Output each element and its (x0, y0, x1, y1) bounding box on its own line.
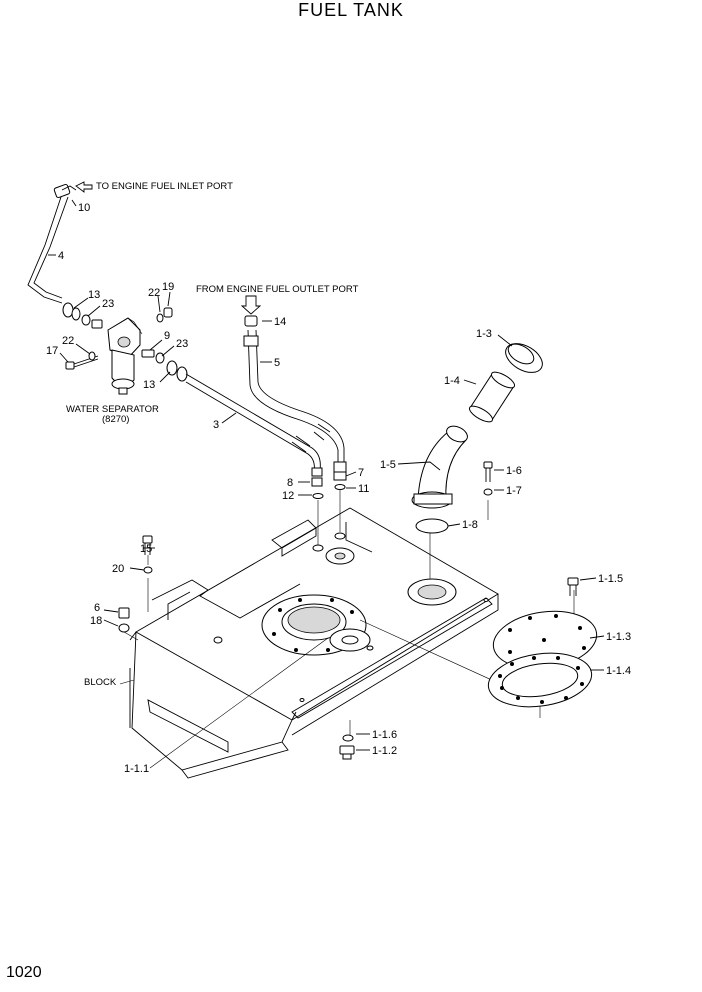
bolt-1-1-5 (567, 577, 579, 596)
hose-5 (243, 329, 347, 473)
callout-5: 5 (274, 357, 280, 369)
callout-10: 10 (78, 202, 90, 214)
callout-1-1-2: 1-1.2 (372, 745, 397, 757)
washer-22-left (88, 351, 96, 361)
washer-23-right (155, 352, 165, 364)
washer-22-right (156, 313, 164, 323)
callout-20: 20 (112, 563, 124, 575)
callout-18: 18 (90, 615, 102, 627)
washer-1-7 (483, 488, 493, 496)
plug-1-1-2 (339, 745, 355, 760)
page-title: FUEL TANK (298, 0, 404, 20)
callout-1-1-3: 1-1.3 (606, 631, 631, 643)
callout-22-upper: 22 (148, 287, 160, 299)
callout-1-1-1: 1-1.1 (124, 763, 149, 775)
callout-6: 6 (94, 602, 100, 614)
oring-11 (334, 484, 346, 490)
small-plate (329, 628, 371, 652)
fitting-13-lower (166, 360, 188, 382)
hose-3 (185, 373, 323, 477)
oring-1-1-6 (342, 734, 354, 742)
callout-19: 19 (162, 281, 174, 293)
port-opening (325, 547, 355, 565)
bolt-17 (65, 355, 99, 370)
callout-3: 3 (213, 419, 219, 431)
bolt-15 (142, 535, 153, 555)
fuel-tank-body (129, 507, 499, 779)
note-block: BLOCK (84, 677, 117, 688)
gasket-1-1-4 (487, 652, 593, 708)
callout-23-upper: 23 (102, 298, 114, 310)
fitting-14 (244, 315, 258, 327)
callout-13-lower: 13 (143, 379, 155, 391)
fitting-13-upper (62, 302, 81, 321)
callout-1-1-5: 1-1.5 (598, 573, 623, 585)
callout-15: 15 (140, 543, 152, 555)
callout-12: 12 (282, 490, 294, 502)
callout-4: 4 (58, 250, 64, 262)
callout-22-left: 22 (62, 335, 74, 347)
filter-1-4 (468, 371, 516, 423)
filler-neck-1-5 (411, 425, 468, 509)
callout-1-7: 1-7 (506, 485, 522, 497)
nut-18 (118, 623, 130, 633)
bolt-1-6 (483, 461, 493, 482)
filler-neck-opening (407, 578, 457, 606)
note-water-separator: WATER SEPARATOR (66, 404, 159, 415)
fitting-23-upper (81, 314, 103, 329)
fitting-sockets (213, 532, 489, 702)
block-6 (118, 607, 130, 619)
callout-13-upper: 13 (88, 289, 100, 301)
callout-1-4: 1-4 (444, 375, 460, 387)
cap-1-3 (505, 343, 543, 373)
callout-1-6: 1-6 (506, 465, 522, 477)
nut-19 (163, 307, 173, 318)
callout-14: 14 (274, 316, 286, 328)
note-water-separator-code: (8270) (102, 414, 129, 425)
callout-1-5: 1-5 (380, 459, 396, 471)
callout-23-right: 23 (176, 338, 188, 350)
fitting-7 (333, 471, 347, 481)
washer-20 (143, 566, 153, 574)
water-separator (107, 317, 143, 395)
callout-1-8: 1-8 (462, 519, 478, 531)
callout-leaders (48, 199, 605, 751)
fitting-9 (141, 349, 155, 358)
callout-11: 11 (358, 483, 369, 495)
note-to-engine-inlet: TO ENGINE FUEL INLET PORT (96, 181, 233, 192)
callout-1-1-4: 1-1.4 (606, 665, 631, 677)
callout-1-3: 1-3 (476, 328, 492, 340)
fitting-8 (311, 477, 323, 487)
callout-9: 9 (164, 330, 170, 342)
hose-4 (27, 183, 77, 304)
callout-1-1-6: 1-1.6 (372, 729, 397, 741)
oring-12 (312, 493, 324, 499)
callout-17: 17 (46, 345, 58, 357)
callout-7: 7 (358, 467, 364, 479)
callout-8: 8 (287, 477, 293, 489)
oring-1-8 (415, 518, 449, 534)
note-from-engine-outlet: FROM ENGINE FUEL OUTLET PORT (196, 284, 359, 295)
arrow-to-engine-inlet (75, 181, 93, 193)
page-number: 1020 (6, 964, 42, 981)
arrow-from-engine-outlet (240, 295, 262, 315)
